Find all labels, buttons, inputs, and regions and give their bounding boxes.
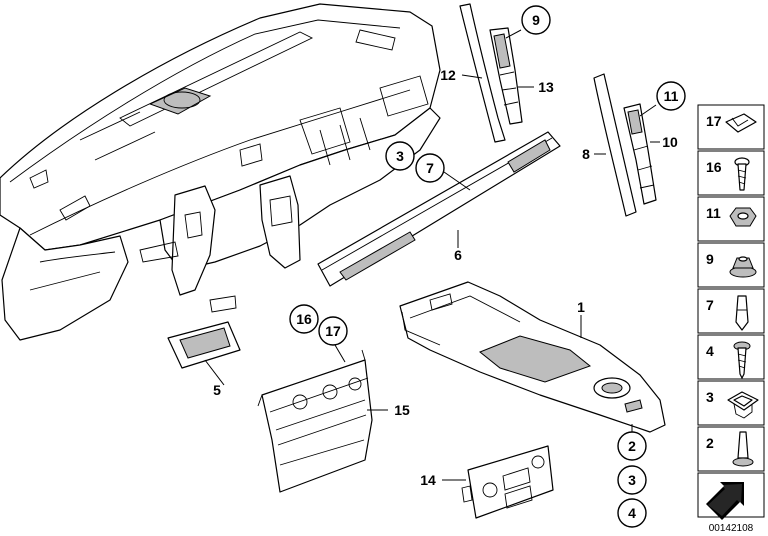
part-12-pillar-trim <box>459 3 506 143</box>
legend-row-7: 7 <box>697 288 765 334</box>
callout-6: 6 <box>454 247 462 263</box>
svg-text:17: 17 <box>325 323 341 339</box>
part-1-console-trim <box>399 281 666 433</box>
svg-text:11: 11 <box>664 88 679 104</box>
part-15-center-panel <box>257 349 373 493</box>
part-10-bracket <box>623 103 657 205</box>
hex-nut-icon <box>729 207 757 227</box>
legend-row-16: 16 <box>697 150 765 196</box>
callout-16: 16 <box>289 304 319 334</box>
svg-text:2: 2 <box>706 435 714 451</box>
part-6-dash-trim <box>317 131 561 287</box>
svg-text:17: 17 <box>706 113 722 129</box>
svg-text:3: 3 <box>628 472 636 488</box>
legend-row-17: 17 <box>697 104 765 150</box>
expansion-rivet-icon <box>735 295 749 331</box>
svg-text:16: 16 <box>296 311 312 327</box>
tapping-screw-icon <box>733 341 751 379</box>
part-13-bracket <box>489 27 523 125</box>
svg-text:2: 2 <box>628 438 636 454</box>
callout-2: 2 <box>617 431 647 461</box>
svg-text:4: 4 <box>706 343 714 359</box>
callout-13: 13 <box>538 79 554 95</box>
callout-8: 8 <box>582 146 590 162</box>
dashboard-illustration <box>0 3 441 341</box>
fastener-legend: 17 16 11 9 <box>697 104 765 534</box>
legend-row-2: 2 <box>697 426 765 472</box>
svg-text:9: 9 <box>706 251 714 267</box>
callout-15: 15 <box>394 402 410 418</box>
part-8-pillar-trim <box>593 73 637 217</box>
svg-text:16: 16 <box>706 159 722 175</box>
callout-1: 1 <box>577 299 585 315</box>
callout-12: 12 <box>440 67 456 83</box>
legend-row-11: 11 <box>697 196 765 242</box>
callout-4: 4 <box>617 498 647 528</box>
callouts: 9 11 3 7 16 17 2 3 <box>213 5 686 528</box>
svg-text:11: 11 <box>706 205 721 221</box>
diagram-id: 00142108 <box>709 523 754 534</box>
svg-text:3: 3 <box>396 148 404 164</box>
callout-5: 5 <box>213 382 221 398</box>
screw-icon <box>734 157 750 191</box>
callout-17: 17 <box>318 316 348 346</box>
clip-icon <box>727 391 759 419</box>
legend-arrow-box <box>697 472 765 520</box>
spring-nut-icon <box>725 113 757 133</box>
callout-9: 9 <box>521 5 551 35</box>
part-14-lower-panel <box>461 445 554 519</box>
direction-arrow-icon <box>706 482 744 520</box>
legend-row-4: 4 <box>697 334 765 380</box>
callout-3-bottom: 3 <box>617 465 647 495</box>
svg-text:9: 9 <box>532 12 540 28</box>
svg-text:4: 4 <box>628 505 636 521</box>
collar-nut-icon <box>729 256 757 278</box>
callout-11: 11 <box>656 81 686 111</box>
legend-row-9: 9 <box>697 242 765 288</box>
svg-text:3: 3 <box>706 389 714 405</box>
legend-row-3: 3 <box>697 380 765 426</box>
svg-text:7: 7 <box>426 160 434 176</box>
push-pin-icon <box>732 431 754 467</box>
leader-lines <box>204 29 660 481</box>
callout-10: 10 <box>662 134 678 150</box>
callout-14: 14 <box>420 472 436 488</box>
callout-7: 7 <box>415 153 445 183</box>
callout-3-top: 3 <box>385 141 415 171</box>
svg-text:7: 7 <box>706 297 714 313</box>
part-5-trim-insert <box>167 321 241 369</box>
